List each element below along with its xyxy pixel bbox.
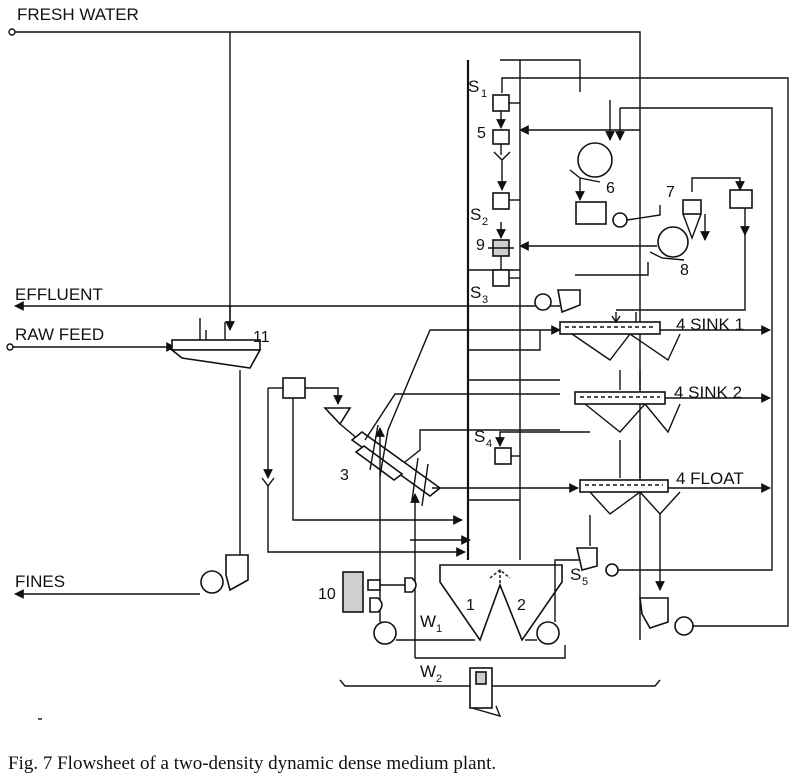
screen-sink-2 <box>574 370 771 434</box>
float-pump <box>501 77 789 636</box>
svg-text:S: S <box>470 205 481 224</box>
w2-label: W 2 <box>420 662 442 685</box>
effluent-label: EFFLUENT <box>15 285 103 304</box>
svg-text:S: S <box>470 283 481 302</box>
splitter-s4 <box>494 431 590 465</box>
unit-8-number: 8 <box>680 262 689 279</box>
unit-6-number: 6 <box>606 180 615 197</box>
unit-8-drum <box>519 226 689 261</box>
splitter-s1 <box>492 94 520 129</box>
raw-feed-label: RAW FEED <box>15 325 104 344</box>
splitter-s2 <box>492 192 520 210</box>
feed-box <box>261 377 471 557</box>
float-label: 4 FLOAT <box>676 469 744 488</box>
fines-label: FINES <box>15 572 65 591</box>
s4-label: S 4 <box>474 427 492 450</box>
svg-text:S: S <box>474 427 485 446</box>
splitter-s3 <box>492 269 520 287</box>
w1-label: W 1 <box>420 612 442 635</box>
unit-3-separators <box>323 325 579 507</box>
fines-pump <box>200 554 249 594</box>
bottom-sample-pump <box>339 667 661 718</box>
unit-7-number: 7 <box>666 184 675 201</box>
svg-text:W: W <box>420 612 436 631</box>
svg-text:1: 1 <box>481 88 487 100</box>
s2-label: S 2 <box>470 205 488 228</box>
unit-5-number: 5 <box>477 125 486 142</box>
s1-label: S 1 <box>468 77 487 100</box>
svg-text:5: 5 <box>582 576 588 588</box>
unit-5-separator <box>492 125 640 191</box>
svg-text:3: 3 <box>482 294 488 306</box>
medium-risers <box>466 59 581 560</box>
unit-7-cyclone <box>682 177 753 241</box>
svg-text:1: 1 <box>436 623 442 635</box>
unit-10-instrument <box>342 571 417 613</box>
medium-sumps <box>373 427 590 659</box>
unit-3-number: 3 <box>340 467 349 484</box>
sump-2-number: 2 <box>517 597 526 614</box>
fresh-water-label: FRESH WATER <box>17 5 139 24</box>
sink-1-label: 4 SINK 1 <box>676 315 744 334</box>
svg-text:W: W <box>420 662 436 681</box>
unit-11-number: 11 <box>253 329 270 346</box>
svg-text:2: 2 <box>482 216 488 228</box>
unit-11-screen <box>169 318 262 369</box>
svg-text:S: S <box>570 565 581 584</box>
s3-label: S 3 <box>470 283 488 306</box>
s5-label: S 5 <box>570 565 588 588</box>
fresh-water-line <box>8 28 641 640</box>
svg-text:S: S <box>468 77 479 96</box>
sink-2-label: 4 SINK 2 <box>674 383 742 402</box>
raw-feed-line <box>6 342 176 352</box>
figure-caption: Fig. 7 Flowsheet of a two-density dynami… <box>8 753 496 774</box>
effluent-line <box>14 301 560 328</box>
unit-6-drum <box>569 100 661 228</box>
fines-line <box>14 370 241 599</box>
splitter-s5 <box>575 107 773 577</box>
svg-text:2: 2 <box>436 673 442 685</box>
unit-9-densifier <box>488 222 514 270</box>
s3-pump <box>534 262 649 314</box>
sump-1-number: 1 <box>466 597 475 614</box>
svg-text:4: 4 <box>486 438 492 450</box>
unit-10-number: 10 <box>318 586 336 603</box>
unit-9-number: 9 <box>476 237 485 254</box>
screen-float <box>579 440 771 591</box>
screen-sink-1 <box>559 230 771 362</box>
